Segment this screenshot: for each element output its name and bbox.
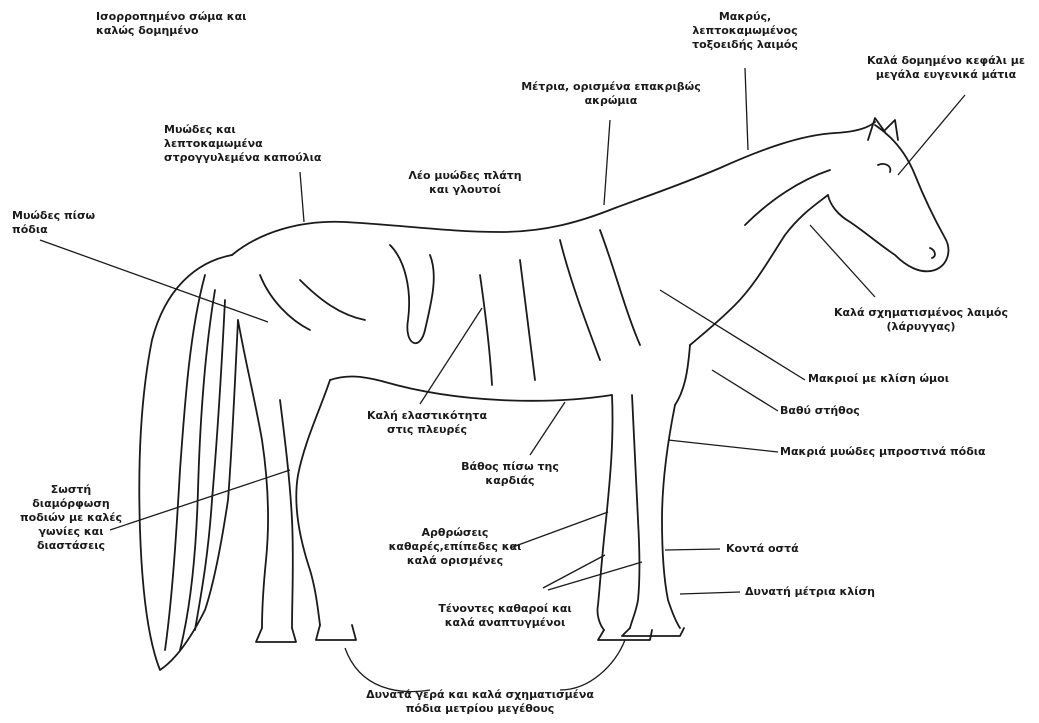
leader-leg-alignment [110,470,290,530]
muscle-shoulder [560,230,640,360]
leader-heart-depth [530,402,565,455]
label-hind-legs: Μυώδες πίσω πόδια [12,209,95,237]
chest [675,345,690,405]
label-joints: Αρθρώσεις καθαρές,επίπεδες και καλά ορισ… [360,526,550,568]
label-head: Καλά δομημένο κεφάλι με μεγάλα ευγενικά … [856,54,1036,82]
label-back: Μέτρια, ορισμένα επακριβώς ακρώμια [496,80,726,108]
front-leg-left [662,405,680,628]
belly [330,376,612,400]
nostril [930,248,935,258]
leader-throat [810,225,875,297]
label-short-bones: Κοντά οστά [726,542,799,556]
neck-muscle [745,170,830,225]
leader-head [898,95,965,175]
head-outline [828,125,948,271]
label-balanced-body: Ισορροπημένο σώμα και καλώς δομημένο [96,10,246,38]
label-shoulder: Λέο μυώδες πλάτη και γλουτοί [370,169,560,197]
hind-leg-back [238,320,268,628]
leader-croup [300,172,304,222]
muscle-hip [390,245,434,343]
label-pastern: Δυνατή μέτρια κλίση [745,585,875,599]
label-croup: Μυώδες και λεπτοκαμωμένα στρογγυλεμένα κ… [164,123,321,165]
eye [878,164,890,172]
leader-ribs [420,308,482,404]
leader-forearm [668,440,778,452]
hind-hoof-back [256,628,296,642]
label-ribs: Καλή ελαστικότητα στις πλευρές [352,409,502,437]
label-long-neck: Μακρύς, λεπτοκαμωμένος τοξοειδής λαιμός [660,10,830,52]
label-throat: Καλά σχηματισμένος λαιμός (λάρυγγας) [806,306,1036,334]
leader-deep-chest [712,370,778,411]
hind-leg-inner [280,400,293,628]
leader-tendons-1 [543,555,605,588]
hind-leg-front [296,380,330,625]
label-hooves: Δυνατά γερά και καλά σχηματισμένα πόδια … [330,688,630,716]
leader-long-neck [745,68,748,150]
leader-hooves [345,640,625,692]
leader-back [604,120,610,205]
hind-hoof-front [316,625,356,640]
leader-short-bones [665,549,720,550]
leader-pastern [680,592,740,594]
muscle-thigh [260,275,365,330]
label-deep-chest: Βαθύ στήθος [780,404,860,418]
leader-shoulder-slope [660,290,805,380]
label-shoulder-slope: Μακριοί με κλίση ώμοι [808,372,949,386]
leader-tendons-2 [548,562,642,590]
front-leg-left-back [630,395,640,628]
tail-strands [165,275,225,650]
label-forearm: Μακριά μυώδες μπροστινά πόδια [780,445,986,459]
front-hoof-right [598,630,652,640]
label-heart-depth: Βάθος πίσω της καρδιάς [440,460,580,488]
front-hoof-left [622,628,684,636]
ears [868,118,898,140]
label-tendons: Τένοντες καθαροί και καλά αναπτυγμένοι [420,602,590,630]
leader-hind-legs [40,240,268,322]
muscle-ribs [480,260,535,385]
label-leg-alignment: Σωστή διαμόρφωση ποδιών με καλές γωνίες … [6,483,136,553]
